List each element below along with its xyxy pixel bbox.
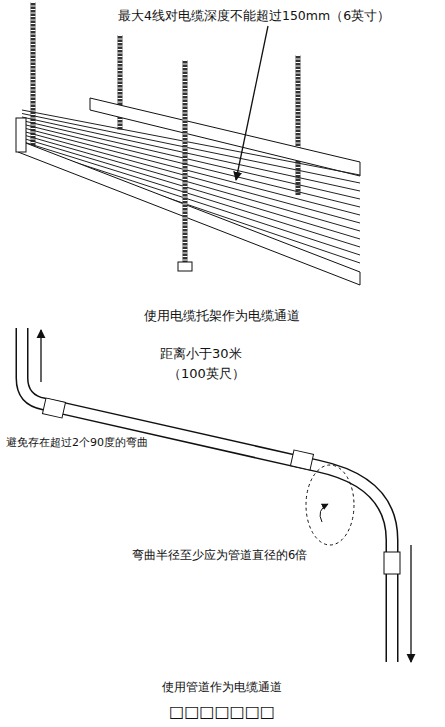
conduit-coupling <box>290 450 313 470</box>
leader-line <box>236 26 268 180</box>
threaded-rod <box>183 60 188 268</box>
cable-tray <box>16 2 360 285</box>
figure-caption: □□□□□□□ <box>167 702 277 721</box>
tray-end <box>16 118 26 152</box>
distance-label: 距离小于30米 <box>158 346 244 362</box>
rod-thread <box>296 55 301 195</box>
conduit-outline <box>22 328 392 662</box>
threaded-rod <box>296 55 301 195</box>
cable <box>22 138 360 239</box>
figure-caption: 使用电缆托架作为电缆通道 <box>142 308 302 323</box>
conduit <box>22 328 411 662</box>
cable <box>22 121 360 200</box>
threaded-rod <box>31 2 36 150</box>
conduit-body <box>22 328 392 662</box>
cable <box>22 142 360 248</box>
rod-thread <box>31 2 36 150</box>
conduit-coupling <box>42 398 65 418</box>
bend-radius-note: 弯曲半径至少应为管道直径的6倍 <box>130 549 309 563</box>
distance-label: （100英尺） <box>166 366 247 382</box>
rod-nut <box>178 262 192 271</box>
dimension-note: 最大4线对电缆深度不能超过150mm（6英寸） <box>116 8 392 23</box>
direction-arrow <box>410 545 411 662</box>
figure-caption: 使用管道作为电缆通道 <box>160 680 284 694</box>
conduit-coupling <box>384 552 400 574</box>
tray-back-wall <box>90 98 360 176</box>
bend-note: 避免存在超过2个90度的弯曲 <box>4 436 150 449</box>
radius-arrow <box>320 504 328 522</box>
cable <box>22 117 360 191</box>
direction-arrow <box>40 330 41 382</box>
tray-front-wall <box>18 140 360 285</box>
rod-thread <box>183 60 188 268</box>
bend-callout <box>306 465 354 545</box>
cables <box>22 110 360 263</box>
